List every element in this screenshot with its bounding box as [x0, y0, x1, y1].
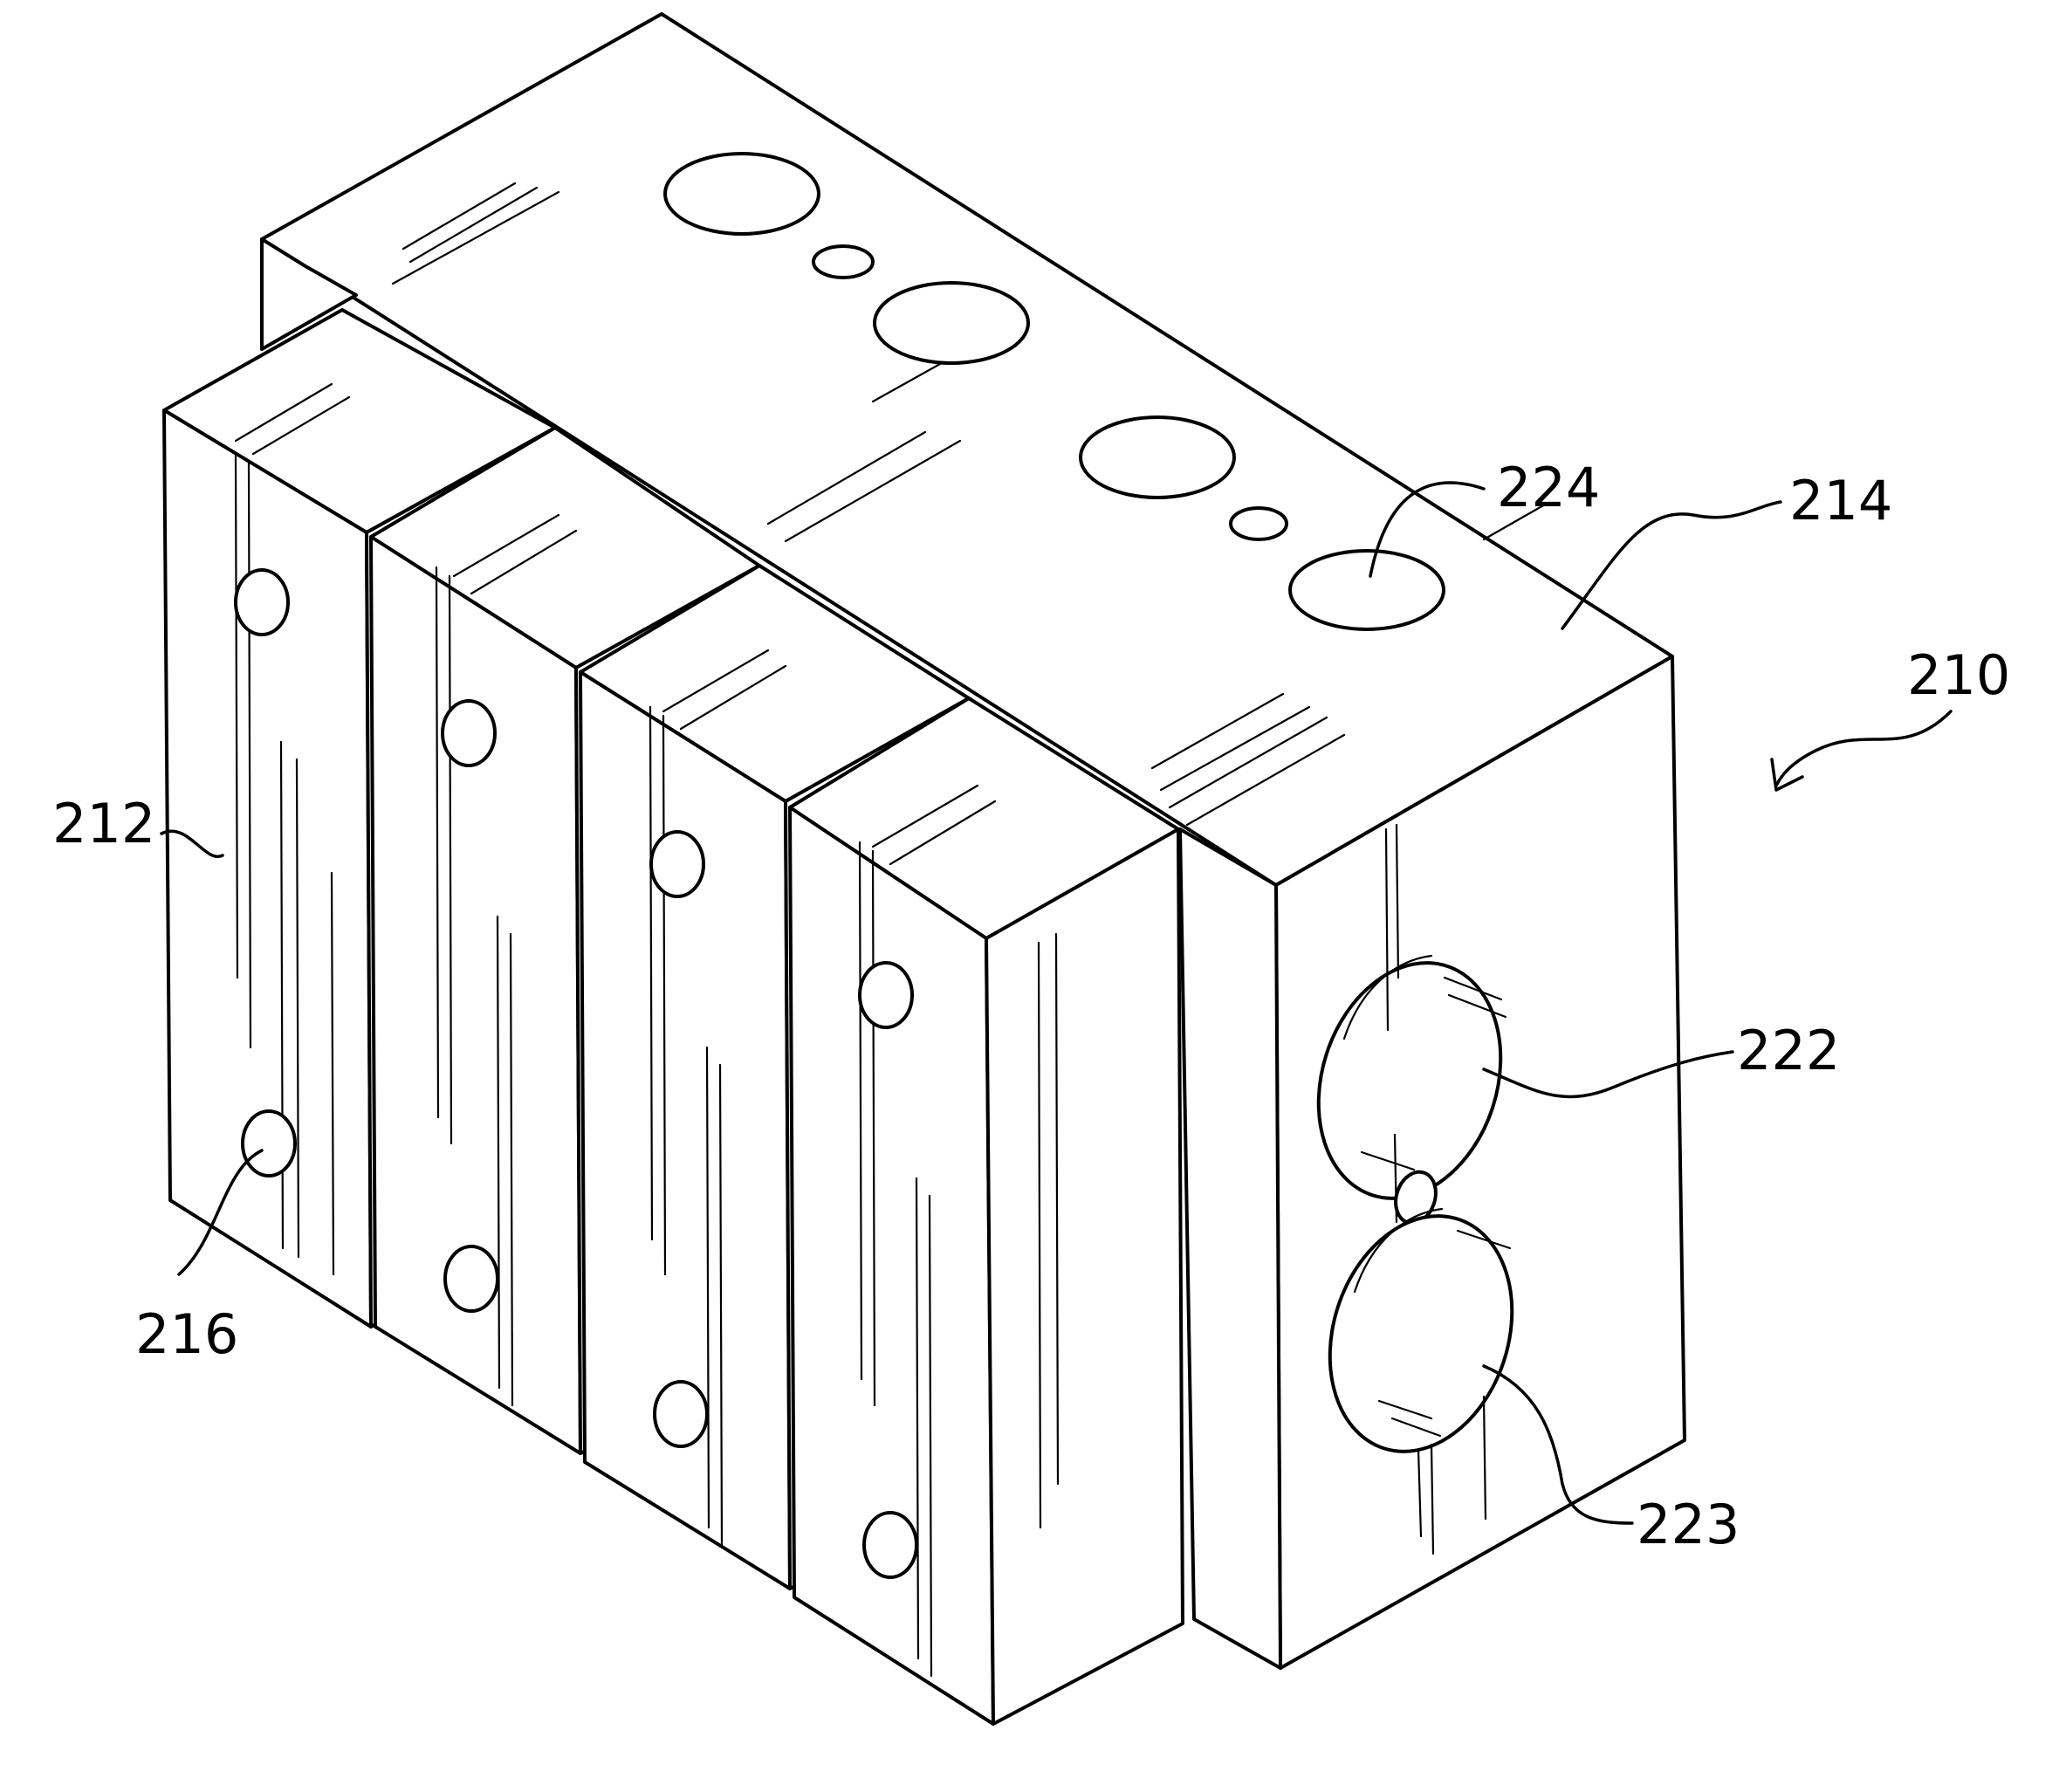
top-hole-small-1	[813, 246, 873, 278]
leader-210	[1776, 711, 1951, 786]
top-hole-large-2	[875, 283, 1028, 363]
arrowhead-210	[1772, 759, 1802, 790]
top-hole-large-1	[665, 154, 819, 234]
label-210: 210	[1907, 643, 2010, 707]
plate-hole-216	[236, 570, 288, 635]
plate-hole	[860, 963, 912, 1027]
plate-hole	[243, 1111, 295, 1176]
top-hole-large-3	[1081, 417, 1234, 498]
plate-4	[790, 698, 1183, 1724]
plate-hole	[864, 1513, 916, 1577]
label-223: 223	[1637, 1493, 1740, 1556]
plate-hole	[651, 832, 703, 896]
top-port-224	[1290, 551, 1444, 629]
top-hole-small-2	[1231, 508, 1287, 539]
label-216: 216	[135, 1302, 238, 1366]
label-214: 214	[1789, 469, 1892, 532]
block-side-face	[1180, 829, 1280, 1668]
plate-hole	[445, 1246, 498, 1311]
label-222: 222	[1737, 1019, 1840, 1082]
label-224: 224	[1497, 456, 1600, 519]
plate-hole	[655, 1382, 707, 1446]
plate-hole	[443, 701, 495, 766]
label-212: 212	[52, 792, 155, 855]
